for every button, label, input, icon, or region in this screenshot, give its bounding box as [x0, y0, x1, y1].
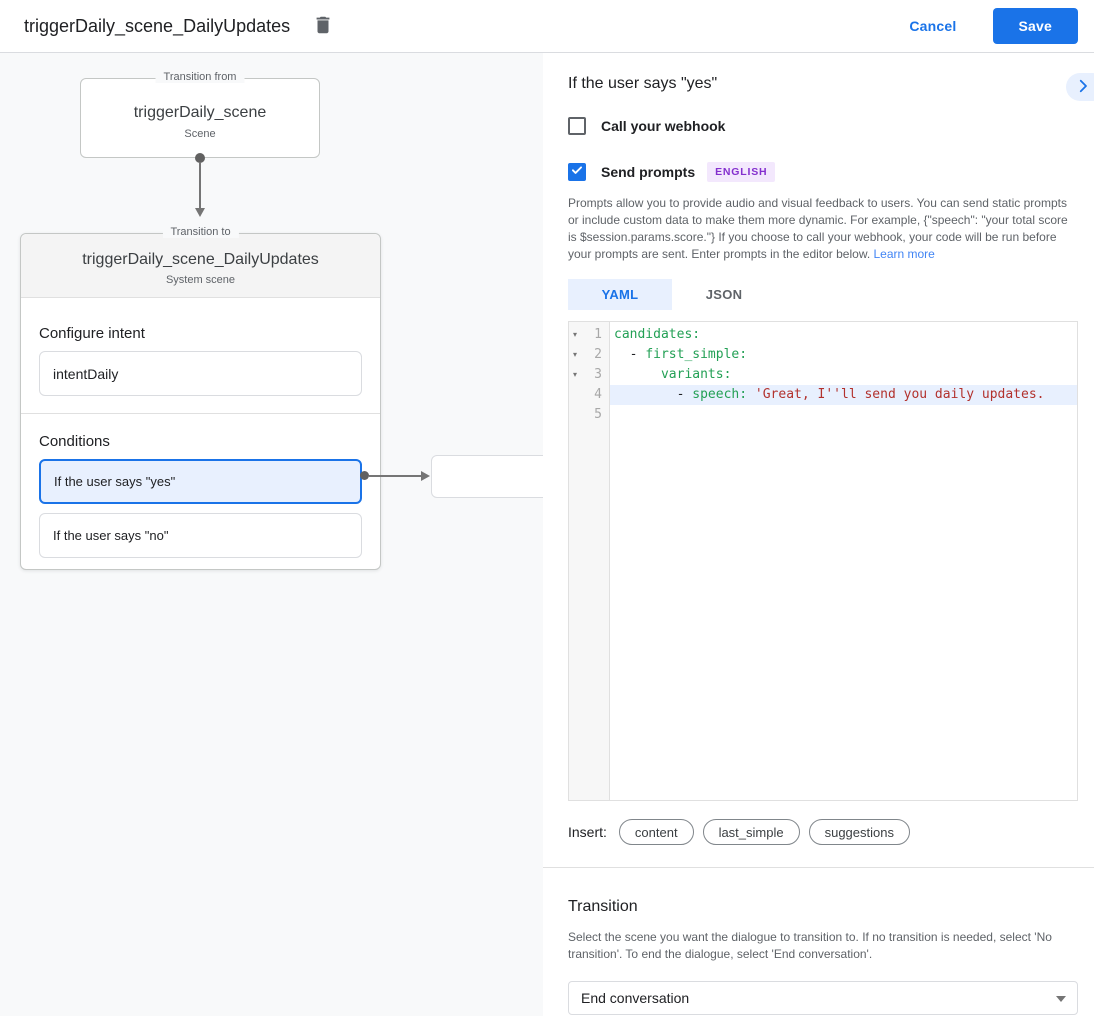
configure-intent-section: Configure intent intentDaily: [21, 325, 380, 396]
learn-more-link[interactable]: Learn more: [873, 247, 935, 261]
transition-select-value: End conversation: [581, 990, 690, 1006]
code-line-4-highlighted[interactable]: - speech: 'Great, I''ll send you daily u…: [610, 385, 1077, 405]
gutter-row: ▾ 2: [569, 345, 609, 365]
configure-intent-label: Configure intent: [39, 325, 145, 342]
code-line-5[interactable]: [610, 405, 1077, 425]
insert-label: Insert:: [568, 824, 607, 840]
yaml-plain: -: [614, 387, 693, 402]
transition-description: Select the scene you want the dialogue t…: [568, 930, 1052, 961]
yaml-key: variants:: [660, 367, 732, 382]
yaml-key: first_simple:: [645, 347, 748, 362]
panel-heading: If the user says "yes": [568, 75, 718, 92]
transition-to-node: Transition to triggerDaily_scene_DailyUp…: [20, 226, 381, 570]
line-number: 4: [594, 387, 602, 402]
top-bar: triggerDaily_scene_DailyUpdates Cancel S…: [0, 0, 1094, 53]
checkmark-icon: [570, 163, 584, 182]
condition-detail-panel: If the user says "yes" Call your webhook…: [543, 53, 1094, 1016]
yaml-key: candidates:: [614, 327, 701, 342]
transition-to-legend: Transition to: [162, 226, 239, 238]
editor-code-area[interactable]: candidates: - first_simple: variants: - …: [610, 322, 1077, 800]
fold-arrow-icon[interactable]: ▾: [573, 370, 578, 379]
cancel-button[interactable]: Cancel: [893, 10, 972, 42]
from-scene-type: Scene: [184, 128, 216, 140]
editor-format-tabs: YAML JSON: [568, 279, 1078, 310]
insert-content-button[interactable]: content: [618, 819, 694, 845]
send-prompts-label: Send prompts: [601, 164, 696, 180]
webhook-checkbox-row[interactable]: Call your webhook: [568, 117, 1078, 135]
page-title: triggerDaily_scene_DailyUpdates: [24, 15, 291, 36]
save-button[interactable]: Save: [992, 8, 1078, 44]
conditions-section: Conditions If the user says "yes" If the…: [21, 433, 380, 558]
prompts-description-text: Prompts allow you to provide audio and v…: [568, 196, 1068, 261]
yaml-plain: [747, 387, 755, 402]
next-node-placeholder[interactable]: [431, 455, 543, 498]
line-number: 1: [594, 327, 602, 342]
to-scene-header: triggerDaily_scene_DailyUpdates System s…: [21, 234, 380, 298]
transition-from-legend: Transition from: [155, 71, 245, 83]
gutter-row: ▾ 3: [569, 365, 609, 385]
prompts-description: Prompts allow you to provide audio and v…: [568, 195, 1078, 263]
language-badge: ENGLISH: [707, 162, 776, 182]
line-number: 2: [594, 347, 602, 362]
yaml-plain: [614, 367, 661, 382]
code-line-2[interactable]: - first_simple:: [610, 345, 1077, 365]
conditions-label: Conditions: [39, 433, 110, 450]
webhook-label: Call your webhook: [601, 118, 726, 134]
prompt-code-editor[interactable]: ▾ 1 ▾ 2 ▾ 3 4 5 candidates: - first_simp…: [568, 321, 1078, 801]
condition-connector-dot: [360, 471, 369, 480]
connector-line-horizontal: [369, 475, 422, 477]
fold-arrow-icon[interactable]: ▾: [573, 350, 578, 359]
insert-last-simple-button[interactable]: last_simple: [702, 819, 800, 845]
gutter-row: ▾ 1: [569, 325, 609, 345]
collapse-panel-button[interactable]: [1066, 73, 1094, 101]
condition-item-no[interactable]: If the user says "no": [39, 513, 362, 558]
gutter-row: 5: [569, 405, 609, 425]
yaml-plain: -: [614, 347, 646, 362]
delete-scene-button[interactable]: [312, 14, 334, 39]
line-number: 5: [594, 407, 602, 422]
to-scene-title: triggerDaily_scene_DailyUpdates: [82, 251, 319, 268]
node-divider: [21, 413, 380, 414]
code-line-1[interactable]: candidates:: [610, 325, 1077, 345]
yaml-string: 'Great, I''ll send you daily updates.: [754, 387, 1045, 402]
section-divider: [543, 867, 1094, 868]
gutter-row: 4: [569, 385, 609, 405]
trash-icon: [312, 14, 334, 39]
arrow-right-icon: [421, 471, 430, 481]
send-prompts-checkbox-row[interactable]: Send prompts ENGLISH: [568, 162, 1078, 182]
arrow-down-icon: [195, 208, 205, 217]
yaml-key: speech:: [692, 387, 748, 402]
scene-diagram-canvas: Transition from triggerDaily_scene Scene…: [0, 53, 543, 1016]
transition-select[interactable]: End conversation: [568, 981, 1078, 1015]
dropdown-caret-icon: [1056, 996, 1066, 1002]
line-number: 3: [594, 367, 602, 382]
fold-arrow-icon[interactable]: ▾: [573, 330, 578, 339]
to-scene-type: System scene: [165, 274, 236, 286]
connector-dot: [195, 153, 205, 163]
insert-row: Insert: content last_simple suggestions: [568, 819, 1078, 845]
webhook-checkbox[interactable]: [568, 117, 586, 135]
insert-suggestions-button[interactable]: suggestions: [808, 819, 910, 845]
connector-line-vertical: [199, 163, 201, 209]
transition-from-node[interactable]: Transition from triggerDaily_scene Scene: [80, 71, 320, 158]
tab-yaml[interactable]: YAML: [568, 279, 672, 310]
condition-item-yes[interactable]: If the user says "yes": [39, 459, 362, 504]
send-prompts-checkbox[interactable]: [568, 163, 586, 181]
transition-heading: Transition: [568, 898, 638, 915]
editor-gutter: ▾ 1 ▾ 2 ▾ 3 4 5: [569, 322, 610, 800]
code-line-3[interactable]: variants:: [610, 365, 1077, 385]
intent-item[interactable]: intentDaily: [39, 351, 362, 396]
from-scene-title: triggerDaily_scene: [133, 104, 267, 121]
chevron-right-icon: [1074, 77, 1092, 98]
tab-json[interactable]: JSON: [705, 287, 743, 302]
